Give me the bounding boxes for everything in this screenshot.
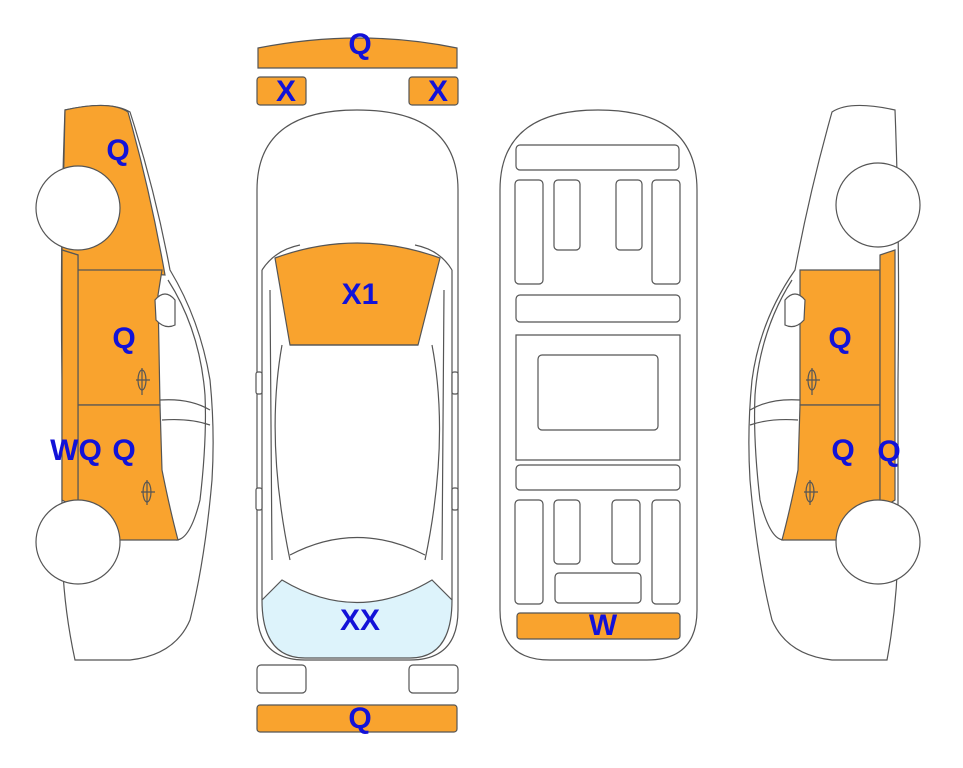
windshield-label: X1 [342, 278, 379, 311]
underbody-rear-label: W [589, 609, 618, 642]
left-front-wheel [35, 165, 121, 251]
headlight-right-label: X [428, 75, 448, 108]
headlight-left-panel [256, 76, 307, 106]
underbody-rear-panel [516, 612, 681, 640]
taillight-left [256, 664, 307, 694]
right-rear-door-label: Q [831, 434, 854, 467]
right-rear-wheel [835, 499, 921, 585]
underbody-view: W [499, 109, 698, 661]
taillight-right [408, 664, 459, 694]
front-bumper-panel [257, 37, 458, 69]
left-front-door-label: Q [112, 322, 135, 355]
top-view: Q X X X1 XX Q [255, 28, 459, 735]
rear-bumper-panel [256, 704, 458, 733]
right-front-wheel [835, 162, 921, 248]
right-side-view: Q Q Q [748, 104, 921, 661]
rear-window-label: XX [340, 604, 380, 637]
right-front-door-label: Q [828, 322, 851, 355]
left-rear-door-label: Q [112, 434, 135, 467]
left-fender-label: Q [106, 134, 129, 167]
rear-bumper-label: Q [348, 702, 371, 735]
headlight-right-panel [408, 76, 459, 106]
headlight-left-label: X [276, 75, 296, 108]
right-sill-label: Q [877, 435, 900, 468]
left-sill-label: WQ [50, 434, 102, 467]
rear-window-panel [261, 579, 453, 659]
left-rear-wheel [35, 499, 121, 585]
left-side-view: Q Q Q WQ [35, 104, 214, 661]
windshield-panel [274, 242, 441, 346]
front-bumper-label: Q [348, 28, 371, 61]
